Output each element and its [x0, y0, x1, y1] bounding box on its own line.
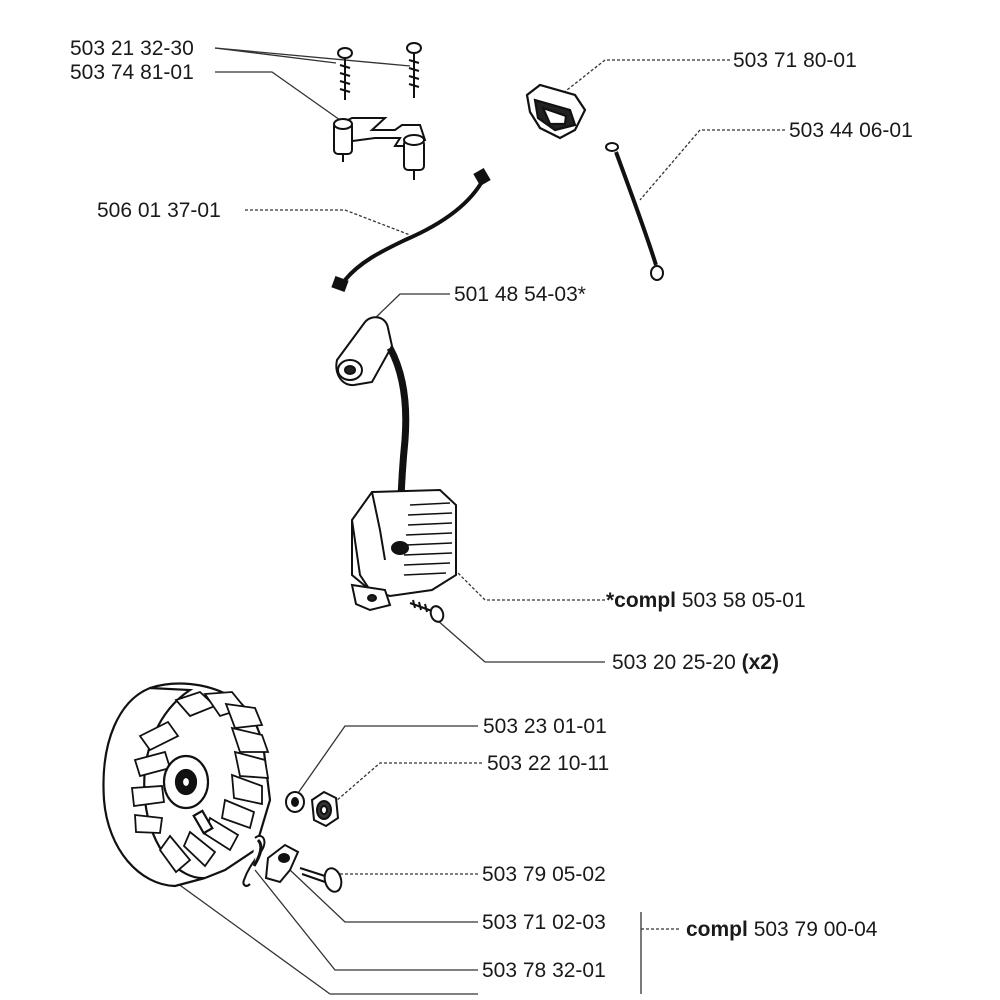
leader-screw-b	[214, 47, 411, 67]
leader-coil-screw	[436, 619, 605, 663]
screw-icon	[406, 42, 422, 98]
label-coil-screw-number: 503 20 25-20	[612, 651, 736, 674]
leader-cable	[245, 209, 411, 236]
label-cap: 503 71 80-01	[733, 49, 857, 72]
spring-icon	[242, 834, 266, 887]
label-screw-top: 503 21 32-30	[70, 37, 194, 60]
pawl-icon	[264, 843, 300, 884]
leader-bracket	[215, 71, 341, 121]
coil-screw-icon	[409, 599, 445, 623]
label-starter-compl: compl 503 79 00-04	[686, 919, 877, 940]
leader-washer	[295, 725, 478, 797]
label-nut: 503 22 10-11	[487, 752, 610, 775]
leader-coil-compl	[439, 554, 605, 601]
ground-wire-icon	[605, 142, 664, 281]
label-starter-compl-number: 503 79 00-04	[753, 918, 878, 941]
label-pawl-bolt: 503 79 05-02	[482, 863, 606, 886]
leader-wire	[639, 129, 785, 201]
label-coil-screw-qty: (x2)	[741, 651, 779, 674]
label-wire: 503 44 06-01	[789, 119, 913, 142]
leader-lines	[169, 47, 785, 995]
label-bracket: 503 74 81-01	[70, 61, 194, 84]
leader-cap	[547, 59, 730, 106]
label-coil-screw: 503 20 25-20 (x2)	[612, 652, 779, 673]
pawl-bolt-icon	[299, 867, 343, 893]
leader-coil-part	[367, 293, 450, 326]
washer-icon	[285, 791, 305, 813]
leader-nut	[327, 762, 482, 809]
ignition-coil-icon	[335, 316, 457, 612]
flywheel-icon	[102, 682, 272, 888]
label-washer: 503 23 01-01	[483, 715, 607, 738]
nut-icon	[310, 790, 340, 828]
leader-pawl	[289, 869, 478, 923]
screw-icon	[337, 47, 353, 100]
leader-spring	[254, 869, 478, 971]
bracket-icon	[333, 117, 427, 180]
cable-icon	[331, 167, 491, 293]
label-coil-compl: *compl 503 58 05-01	[606, 590, 806, 611]
leader-flywheel	[169, 877, 478, 995]
label-spring: 503 78 32-01	[482, 959, 606, 982]
label-coil-compl-number: 503 58 05-01	[681, 589, 806, 612]
spark-cap-icon	[525, 83, 587, 140]
label-coil-part: 501 48 54-03*	[454, 283, 586, 306]
label-coil-compl-prefix: *compl	[606, 589, 677, 612]
label-cable: 506 01 37-01	[97, 199, 221, 222]
label-pawl: 503 71 02-03	[482, 911, 606, 934]
label-starter-compl-prefix: compl	[686, 918, 748, 941]
